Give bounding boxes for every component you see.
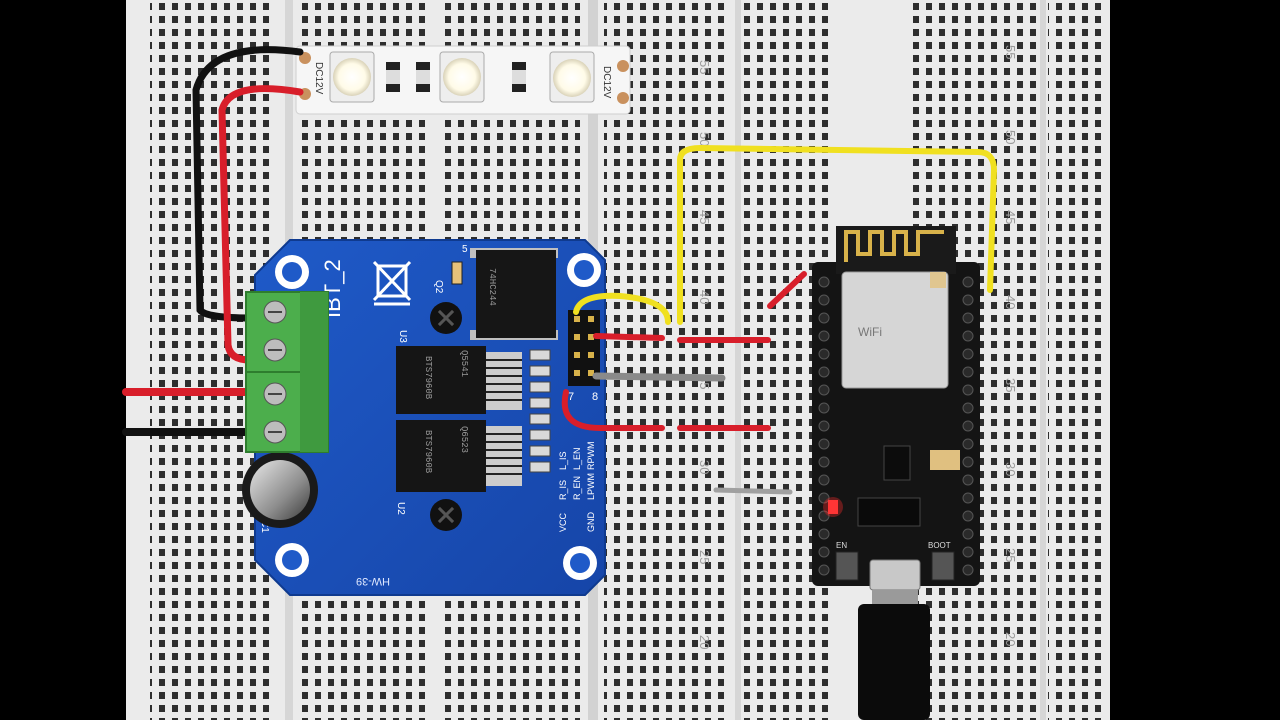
power-wires xyxy=(122,46,304,436)
shield-text: WiFi xyxy=(858,325,882,339)
en-button-label: EN xyxy=(836,541,847,550)
c1-label: C1 xyxy=(259,520,270,533)
power-chip-upper: BTS7960B Q5541 xyxy=(396,346,522,414)
row-number: 25 xyxy=(1003,548,1018,562)
u3-label: U3 xyxy=(397,330,408,343)
weee-bin-icon xyxy=(372,260,412,306)
pin-label: GND xyxy=(586,512,596,533)
power-chip-lower: BTS7960B Q6523 xyxy=(396,420,522,492)
usb-port xyxy=(869,559,921,591)
regulator-chip xyxy=(883,445,911,481)
row-number: 20 xyxy=(1003,632,1018,646)
antenna-trace xyxy=(844,230,944,262)
pin-8-label: 8 xyxy=(592,391,598,403)
chip-part-number: BTS7960B xyxy=(423,356,433,400)
pin-5-label: 5 xyxy=(462,244,468,255)
row-number: 45 xyxy=(1003,210,1018,224)
row-number: 30 xyxy=(1003,462,1018,476)
strip-voltage-label: DC12V xyxy=(601,66,612,99)
strip-voltage-label: DC12V xyxy=(313,62,324,95)
led-light xyxy=(333,58,371,96)
pin-label: R_IS xyxy=(558,480,568,500)
pin-7-label: 7 xyxy=(568,391,574,403)
capacitor-tantalum xyxy=(930,450,960,470)
row-number: 50 xyxy=(697,132,712,146)
usb-uart-chip xyxy=(857,497,921,527)
pin-row-left xyxy=(818,276,830,576)
pin-label: RPWM xyxy=(586,442,596,471)
chip-date-code: Q5541 xyxy=(459,350,469,377)
pin-row-right xyxy=(962,276,974,576)
pin-label: LPWM xyxy=(586,473,596,500)
power-led xyxy=(828,500,838,514)
boot-button-label: BOOT xyxy=(928,541,951,550)
q2-label: Q2 xyxy=(433,280,444,294)
row-numbers-right: 55 50 45 40 35 30 25 20 xyxy=(1003,45,1018,646)
usb-cable xyxy=(858,590,930,720)
resistor-array xyxy=(529,349,551,473)
row-number: 40 xyxy=(697,290,712,304)
logic-ic: 74HC244 xyxy=(470,248,558,340)
led-strip: DC12V DC12V xyxy=(295,45,631,115)
screw-terminal-block xyxy=(245,291,329,453)
row-number: 20 xyxy=(697,635,712,649)
pin-label: R_EN xyxy=(572,476,582,500)
esp32-board: WiFi EN BOOT xyxy=(812,226,980,591)
u2-label: U2 xyxy=(395,502,406,515)
pin-label: L_EN xyxy=(572,447,582,470)
row-number: 55 xyxy=(697,60,712,74)
row-number: 35 xyxy=(1003,378,1018,392)
en-button xyxy=(835,551,859,581)
led-light xyxy=(443,58,481,96)
row-number: 50 xyxy=(1003,130,1018,144)
pin-label: VCC xyxy=(558,512,568,532)
boot-button xyxy=(931,551,955,581)
pin-label: L_IS xyxy=(558,451,568,470)
smd-part xyxy=(451,261,463,285)
electrolytic-capacitor xyxy=(242,452,318,528)
driver-model: HW-39 xyxy=(356,575,390,587)
wifi-module-shield xyxy=(841,271,949,389)
control-wires xyxy=(561,144,998,495)
motor-driver-board: IBT_2 HW-39 U3 U2 C1 Q2 5 74HC244 xyxy=(242,239,606,596)
chip-part-number: BTS7960B xyxy=(423,430,433,474)
row-number: 45 xyxy=(697,210,712,224)
row-number: 25 xyxy=(697,550,712,564)
chip-date-code: Q6523 xyxy=(459,426,469,453)
row-number: 30 xyxy=(697,460,712,474)
row-number: 40 xyxy=(1003,295,1018,309)
logic-ic-label: 74HC244 xyxy=(487,268,497,306)
row-numbers-left: 55 50 45 40 35 30 25 20 xyxy=(697,60,712,649)
led-light xyxy=(553,59,591,97)
row-number: 55 xyxy=(1003,45,1018,59)
pin-labels: VCC R_IS L_IS R_EN L_EN RPWM LPWM GND xyxy=(558,442,596,533)
